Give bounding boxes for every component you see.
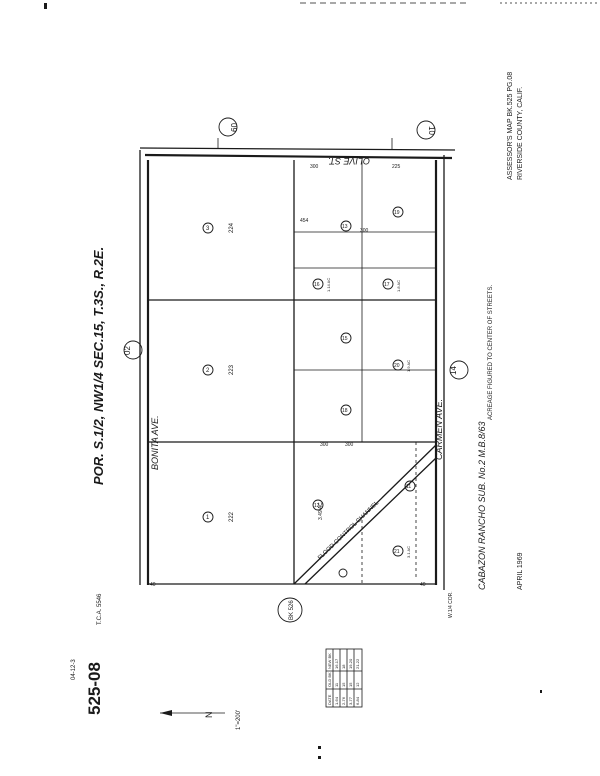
svg-text:222: 222	[229, 511, 235, 522]
svg-text:224: 224	[229, 222, 235, 233]
svg-text:12: 12	[355, 682, 360, 687]
svg-text:1-64: 1-64	[334, 696, 339, 705]
svg-text:15: 15	[348, 682, 353, 687]
map-scale: 1"=200'	[236, 710, 242, 730]
parcel-19[interactable]: 19	[392, 206, 404, 218]
parcel-18[interactable]: 18	[340, 404, 352, 416]
neighbor-02[interactable]: 02	[123, 340, 143, 360]
svg-text:225: 225	[392, 164, 401, 170]
svg-text:3.49 AC: 3.49 AC	[318, 502, 324, 520]
street-bonita-label: BONITA AVE.	[150, 415, 160, 470]
svg-text:1.8 AC: 1.8 AC	[396, 280, 401, 292]
corner-mark: W.1/4 COR.	[448, 591, 454, 618]
svg-text:40: 40	[420, 582, 426, 588]
svg-text:3: 3	[206, 226, 210, 232]
map-number-small: 04-12-3	[71, 659, 77, 680]
neighbor-09[interactable]: 09	[218, 117, 238, 137]
neighbor-bk526[interactable]: BK 526	[277, 597, 303, 623]
svg-text:454: 454	[300, 218, 309, 224]
flood-channel-label: FLOOD CONTROL CHANNEL	[317, 500, 380, 562]
svg-text:15: 15	[342, 336, 348, 342]
svg-text:10: 10	[427, 126, 436, 135]
parcel-16[interactable]: 16 1.14 AC	[312, 278, 331, 292]
svg-text:13: 13	[342, 224, 348, 230]
record-table: DATE OLD BK NEW BK 1-64 11 16-17 2-76 15…	[325, 648, 363, 708]
parcel-11[interactable]: 11	[404, 480, 416, 492]
svg-text:N: N	[204, 712, 214, 719]
svg-text:16-17: 16-17	[334, 658, 339, 669]
parcel-15[interactable]: 15	[340, 332, 352, 344]
subdivision-label: CABAZON RANCHO SUB. No.2 M.B.8/63	[477, 421, 487, 590]
tca-label: T.C.A. 5546	[97, 593, 103, 625]
parcel-channel	[338, 568, 348, 578]
svg-text:18: 18	[342, 408, 348, 414]
svg-text:19: 19	[394, 210, 400, 216]
svg-text:14: 14	[449, 366, 458, 375]
map-title: POR. S.1/2, NW1/4 SEC.15, T.3S., R.2E.	[91, 247, 106, 485]
svg-text:11: 11	[334, 682, 339, 687]
svg-text:12: 12	[314, 503, 320, 509]
svg-text:2: 2	[206, 368, 210, 374]
svg-text:3-77: 3-77	[348, 696, 353, 705]
parcel-20[interactable]: 20 1.9 AC	[392, 359, 411, 372]
north-arrow-icon: N	[160, 710, 225, 718]
acreage-note: ACREAGE FIGURED TO CENTER OF STREETS.	[488, 285, 494, 420]
parcel-17[interactable]: 17 1.8 AC	[382, 278, 401, 292]
parcel-1[interactable]: 1 222	[202, 511, 235, 523]
parcel-21[interactable]: 21 3.1 AC	[392, 545, 411, 558]
svg-text:223: 223	[229, 364, 235, 375]
svg-text:300: 300	[345, 442, 354, 448]
scan-marks	[44, 2, 600, 759]
svg-text:21: 21	[394, 549, 400, 555]
assessor-title-1: ASSESSOR'S MAP BK.525 PG.08	[507, 72, 514, 180]
svg-text:6-84: 6-84	[355, 696, 360, 705]
street-carmen-label: CARMEN AVE.	[434, 399, 444, 460]
map-number: 525-08	[85, 662, 104, 715]
svg-text:40: 40	[150, 582, 156, 588]
neighbor-10[interactable]: 10	[416, 120, 436, 140]
svg-text:300: 300	[320, 442, 329, 448]
svg-text:OLD BK: OLD BK	[327, 672, 332, 687]
parcel-2[interactable]: 2 223	[202, 364, 235, 376]
svg-text:1.9 AC: 1.9 AC	[406, 360, 411, 372]
svg-text:18: 18	[341, 664, 346, 669]
street-bonita: BONITA AVE.	[139, 150, 160, 585]
svg-text:BK 526: BK 526	[289, 600, 295, 620]
street-carmen: CARMEN AVE.	[434, 155, 445, 590]
parcel-12[interactable]: 12 3.49 AC	[312, 499, 324, 520]
svg-text:19-20: 19-20	[348, 658, 353, 669]
map-date: APRIL 1969	[517, 552, 524, 590]
svg-text:21-22: 21-22	[355, 658, 360, 669]
parcel-13[interactable]: 13	[340, 220, 352, 232]
parcel-3[interactable]: 3 224	[202, 222, 235, 234]
svg-text:15: 15	[341, 682, 346, 687]
svg-text:300: 300	[360, 228, 369, 234]
svg-text:1: 1	[206, 515, 210, 521]
svg-text:NEW BK: NEW BK	[327, 653, 332, 669]
svg-text:300: 300	[310, 164, 319, 170]
svg-text:DATE: DATE	[327, 694, 332, 705]
parcel-lines: FLOOD CONTROL CHANNEL	[148, 160, 437, 585]
svg-text:1.14 AC: 1.14 AC	[326, 278, 331, 292]
dimension-marks: 40 40 300 300 454 300 300 225	[150, 164, 426, 588]
svg-text:17: 17	[384, 282, 390, 288]
svg-text:16: 16	[314, 282, 320, 288]
svg-text:20: 20	[394, 363, 400, 369]
assessor-title-2: RIVERSIDE COUNTY, CALIF.	[517, 87, 524, 180]
svg-text:11: 11	[406, 484, 411, 490]
street-olive: OLIVE ST.	[139, 138, 456, 166]
neighbor-14[interactable]: 14	[449, 360, 469, 380]
svg-text:2-76: 2-76	[341, 696, 346, 705]
street-olive-label: OLIVE ST.	[328, 156, 370, 166]
svg-text:09: 09	[229, 123, 238, 132]
svg-text:02: 02	[123, 346, 132, 355]
svg-text:3.1 AC: 3.1 AC	[406, 546, 411, 558]
